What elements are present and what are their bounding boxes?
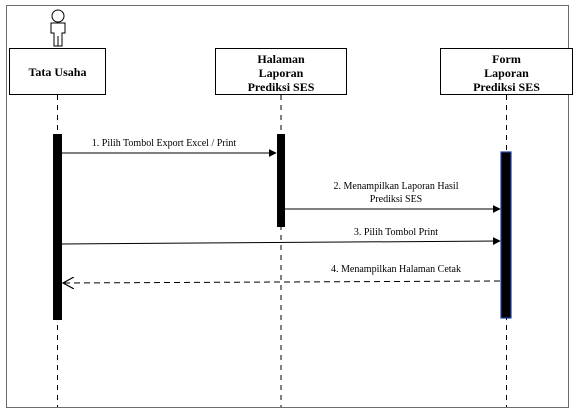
message-3: 3. Pilih Tombol Print xyxy=(61,227,501,246)
participant-label: Tata Usaha xyxy=(29,65,87,79)
message-arrow xyxy=(61,237,501,246)
message-label-line: Prediksi SES xyxy=(370,194,423,205)
activation-bar-tata-usaha xyxy=(53,134,62,320)
participant-label-line: Laporan xyxy=(484,66,529,80)
message-1: 1. Pilih Tombol Export Excel / Print xyxy=(62,138,277,157)
message-label: 4. Menampilkan Halaman Cetak xyxy=(331,264,461,275)
message-label: 3. Pilih Tombol Print xyxy=(354,227,438,238)
message-4: 4. Menampilkan Halaman Cetak xyxy=(63,264,501,283)
diagram-frame xyxy=(6,5,569,408)
participant-label-line: Laporan xyxy=(259,66,304,80)
participant-label-line: Halaman xyxy=(257,52,305,66)
message-label-line: 2. Menampilkan Laporan Hasil xyxy=(334,181,459,192)
actor-icon xyxy=(50,9,66,47)
participant-label-line: Prediksi SES xyxy=(473,80,540,94)
participant-label-line: Form xyxy=(492,52,521,66)
return-arrow xyxy=(63,281,501,283)
message-2: 2. Menampilkan Laporan Hasil Prediksi SE… xyxy=(285,181,501,213)
activation-bar-halaman-laporan xyxy=(277,134,285,227)
message-label: 1. Pilih Tombol Export Excel / Print xyxy=(92,138,237,149)
participant-form-laporan: Form Laporan Prediksi SES xyxy=(440,48,573,95)
participant-label-line: Prediksi SES xyxy=(248,80,315,94)
participant-halaman-laporan: Halaman Laporan Prediksi SES xyxy=(215,48,347,95)
activation-bar-form-laporan xyxy=(500,151,512,319)
participant-tata-usaha: Tata Usaha xyxy=(9,48,106,95)
